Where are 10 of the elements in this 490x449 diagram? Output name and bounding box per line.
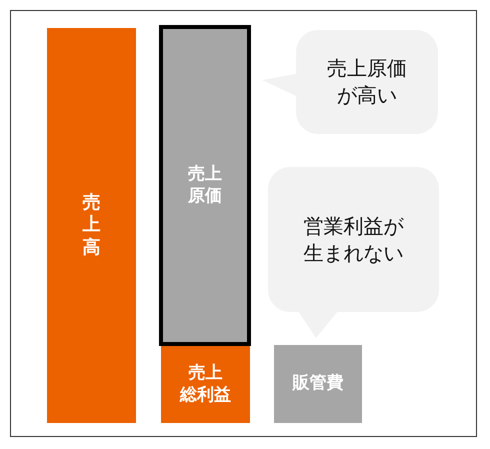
bar-label: 販管費 xyxy=(292,373,344,395)
bubble-text: 営業利益が生まれない xyxy=(304,212,404,266)
gross-profit-bar xyxy=(161,346,250,423)
expense-bar xyxy=(274,345,362,423)
cost-bar xyxy=(159,25,251,346)
bar-label: 売上原価 xyxy=(188,164,222,207)
sales-bar xyxy=(47,28,136,423)
bar-label: 売上総利益 xyxy=(180,363,231,406)
bar-label: 売上高 xyxy=(82,192,100,260)
bubble-text: 売上原価が高い xyxy=(327,55,407,109)
